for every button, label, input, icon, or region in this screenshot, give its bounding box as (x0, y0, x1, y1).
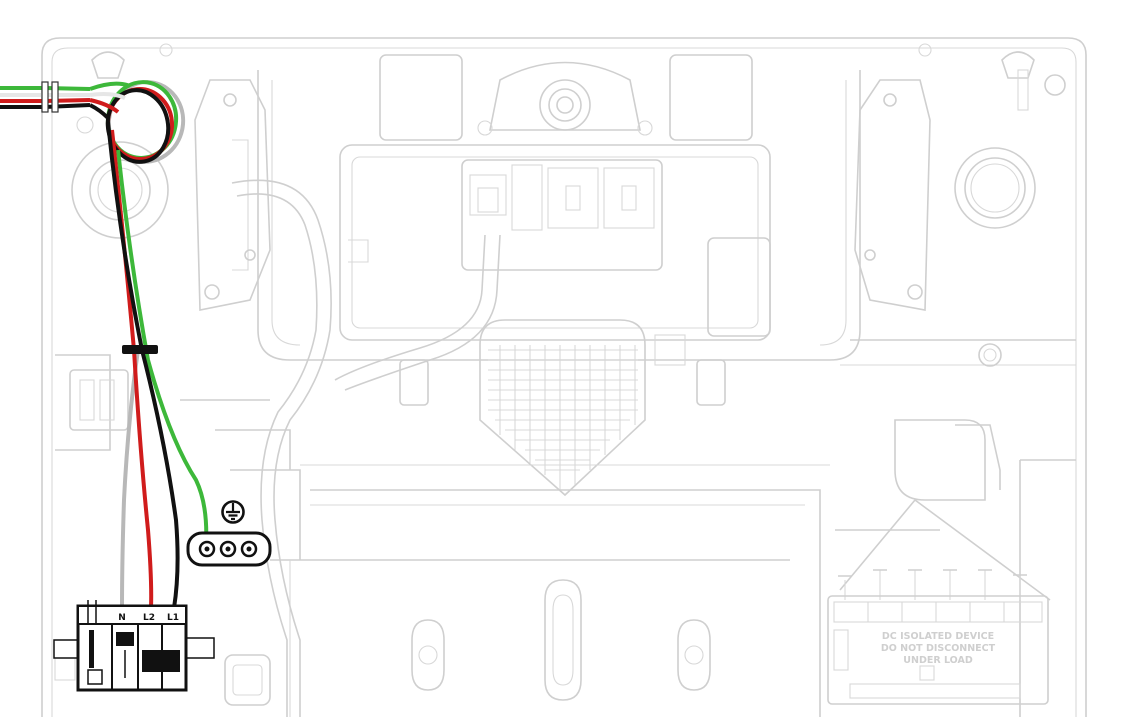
ground-bar (186, 500, 272, 567)
ac-wires (0, 80, 209, 609)
ground-symbol-icon (221, 500, 245, 524)
dc-isolator-line-1: DC ISOLATED DEVICE (882, 631, 994, 642)
ac-terminal-block: N L2 L1 (53, 600, 215, 692)
inverter-housing: DC ISOLATED DEVICE DO NOT DISCONNECT UND… (41, 37, 1087, 717)
cable-clamp (41, 81, 49, 113)
wire-neutral (120, 349, 140, 609)
terminal-label-l1: L1 (167, 613, 179, 623)
dc-isolator-line-3: UNDER LOAD (903, 655, 973, 666)
wire-line1 (106, 121, 180, 609)
terminal-label-l2: L2 (143, 613, 155, 623)
terminal-label-neutral: N (118, 613, 126, 623)
cable-tie (122, 345, 158, 354)
dc-isolator-line-2: DO NOT DISCONNECT (881, 643, 996, 654)
wire-ground (116, 149, 209, 546)
cable-clamp-2 (51, 81, 59, 113)
